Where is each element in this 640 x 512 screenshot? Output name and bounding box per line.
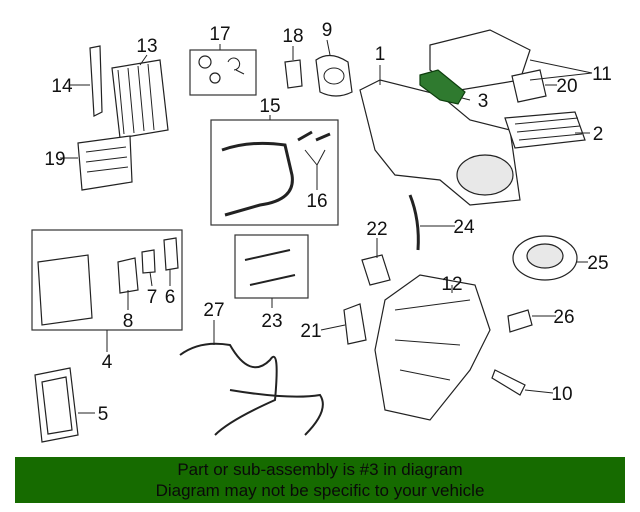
callout-13: 13 xyxy=(136,36,157,57)
callout-22: 22 xyxy=(366,219,387,240)
callout-27: 27 xyxy=(203,300,224,321)
part-2-cabin-filter xyxy=(504,111,586,149)
part-9-seal xyxy=(315,54,353,97)
banner-line-1: Part or sub-assembly is #3 in diagram xyxy=(177,460,463,479)
callout-20: 20 xyxy=(556,76,577,97)
callout-11: 11 xyxy=(592,64,612,85)
banner-line-2: Diagram may not be specific to your vehi… xyxy=(155,481,485,500)
part-3-highlighted xyxy=(419,69,466,105)
part-4-evaporator xyxy=(37,254,93,326)
callout-19: 19 xyxy=(44,149,65,170)
part-18-actuator xyxy=(284,59,303,89)
part-10-sensor xyxy=(491,369,526,396)
detail-box-15 xyxy=(210,119,339,226)
callout-26: 26 xyxy=(553,307,574,328)
callout-25: 25 xyxy=(587,253,608,274)
callout-21: 21 xyxy=(300,321,321,342)
part-23-linkage xyxy=(244,249,296,286)
callout-1: 1 xyxy=(375,44,386,65)
part-17-clip xyxy=(227,57,245,75)
part-5-gasket-inner xyxy=(41,376,73,435)
info-banner: Part or sub-assembly is #3 in diagram Di… xyxy=(15,457,625,503)
callout-14: 14 xyxy=(51,76,73,97)
callout-17: 17 xyxy=(209,24,230,45)
part-24-hose xyxy=(408,194,420,251)
part-22-actuator xyxy=(361,254,391,286)
part-8-valve xyxy=(117,257,139,294)
callout-4: 4 xyxy=(102,352,113,373)
callout-18: 18 xyxy=(282,26,303,47)
part-13-evaporator xyxy=(111,59,169,139)
evaporator-fins xyxy=(117,63,155,135)
callout-6: 6 xyxy=(165,287,176,308)
callout-9: 9 xyxy=(322,20,333,41)
part-12-lower-housing xyxy=(374,274,491,421)
callout-16: 16 xyxy=(306,191,327,212)
housing-ribs xyxy=(394,299,471,381)
part-15-pipe-end xyxy=(297,130,331,142)
callout-15: 15 xyxy=(259,96,280,117)
filter-pleats xyxy=(514,117,583,141)
callout-2: 2 xyxy=(593,124,604,145)
callout-7: 7 xyxy=(147,287,158,308)
callout-8: 8 xyxy=(123,311,134,332)
part-20-actuator xyxy=(511,69,547,103)
callout-10: 10 xyxy=(551,384,572,405)
part-17-fitting xyxy=(209,72,221,84)
leader-lines xyxy=(60,39,593,414)
callout-24: 24 xyxy=(453,217,475,238)
part-19-heater-core xyxy=(77,135,133,191)
detail-box-17 xyxy=(189,49,257,96)
part-15-pipe xyxy=(221,141,294,217)
part-1-blower-opening xyxy=(456,154,514,196)
callout-3: 3 xyxy=(478,91,489,112)
callout-23: 23 xyxy=(261,311,282,332)
callout-12: 12 xyxy=(441,274,462,295)
part-9-opening xyxy=(323,67,345,85)
part-7-seal xyxy=(141,249,156,274)
part-14-bracket xyxy=(89,45,103,117)
part-27-wiring-harness xyxy=(179,342,324,436)
detail-box-23 xyxy=(234,234,309,299)
part-26-sensor xyxy=(507,309,533,333)
callout-5: 5 xyxy=(98,404,109,425)
part-6-sensor xyxy=(163,237,179,271)
part-17-fitting xyxy=(198,55,212,69)
heater-core-fins xyxy=(85,146,129,173)
part-21-duct xyxy=(343,303,367,345)
blower-wheel xyxy=(526,243,564,269)
